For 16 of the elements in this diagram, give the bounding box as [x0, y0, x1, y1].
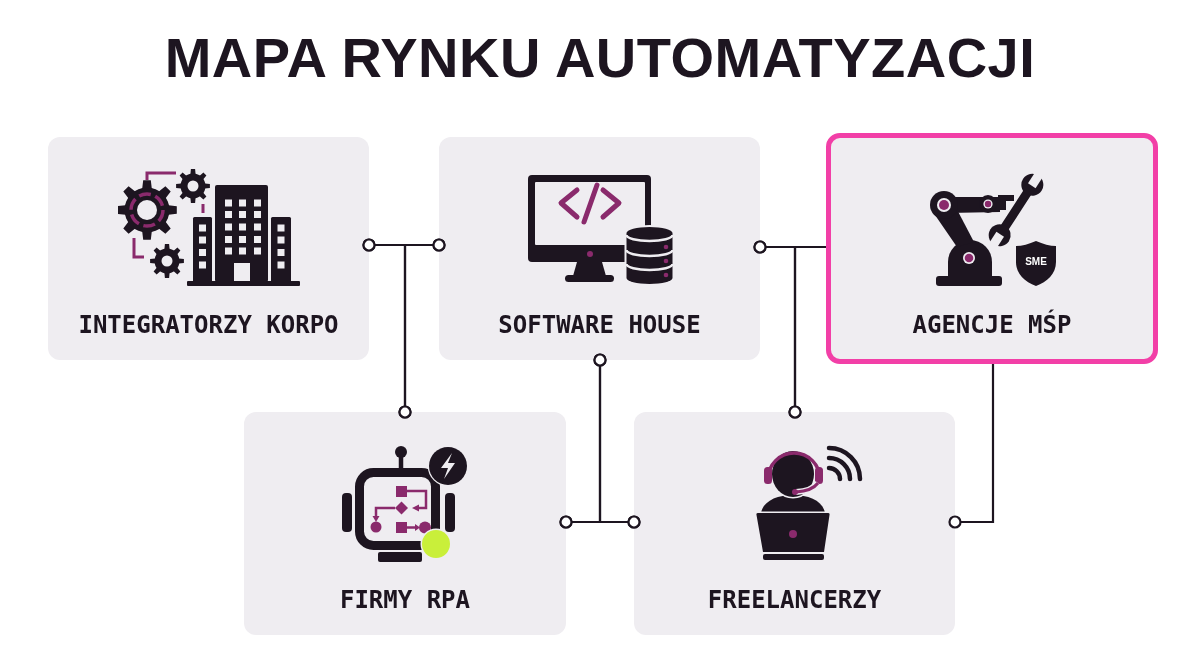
- connector-line: [948, 364, 995, 529]
- connector-line: [788, 245, 826, 419]
- card-title: FREELANCERZY: [707, 586, 882, 614]
- card-title: INTEGRATORZY KORPO: [78, 311, 339, 339]
- category-card: [48, 137, 369, 360]
- category-card: [634, 412, 955, 635]
- diagram-title: MAPA RYNKU AUTOMATYZACJI: [164, 26, 1036, 90]
- card-title: FIRMY RPA: [339, 586, 470, 614]
- connector-line: [398, 238, 446, 419]
- connector-line: [559, 515, 641, 529]
- card-title: SOFTWARE HOUSE: [498, 311, 701, 339]
- category-card: [439, 137, 760, 360]
- category-card: [244, 412, 566, 635]
- category-card: [826, 133, 1158, 364]
- card-title: AGENCJE MŚP: [912, 311, 1072, 339]
- shield-text: SME: [1025, 256, 1047, 268]
